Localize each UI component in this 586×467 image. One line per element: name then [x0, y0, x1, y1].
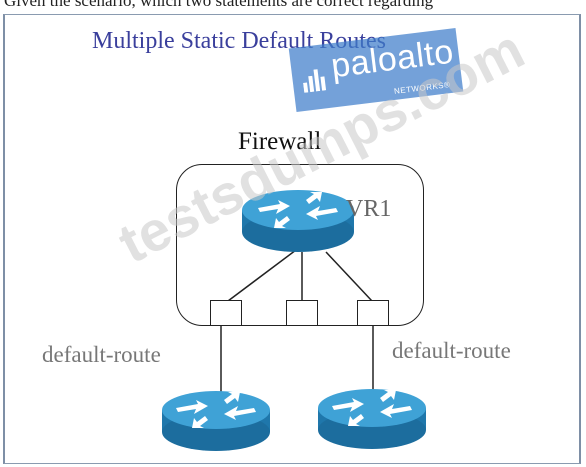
cut-off-question-text: Given the scenario, which two statements…: [0, 0, 586, 12]
router-icon: [162, 391, 270, 451]
left-default-route-label: default-route: [42, 342, 161, 367]
link-vr1-port-3: [325, 251, 373, 302]
router-icon: [242, 190, 354, 252]
interface-port: [286, 300, 318, 326]
router-icon: [318, 389, 426, 449]
interface-port: [210, 300, 242, 326]
paloalto-logo-watermark: paloalto NETWORKS®: [288, 28, 464, 112]
cut-off-text: Given the scenario, which two statements…: [4, 0, 434, 10]
link-vr1-port-1: [227, 249, 297, 302]
right-default-route-label: default-route: [392, 338, 511, 363]
interface-port: [357, 300, 389, 326]
paloalto-mark-icon: [303, 69, 327, 93]
firewall-label: Firewall: [238, 128, 322, 155]
vr1-label: VR1: [346, 196, 392, 222]
